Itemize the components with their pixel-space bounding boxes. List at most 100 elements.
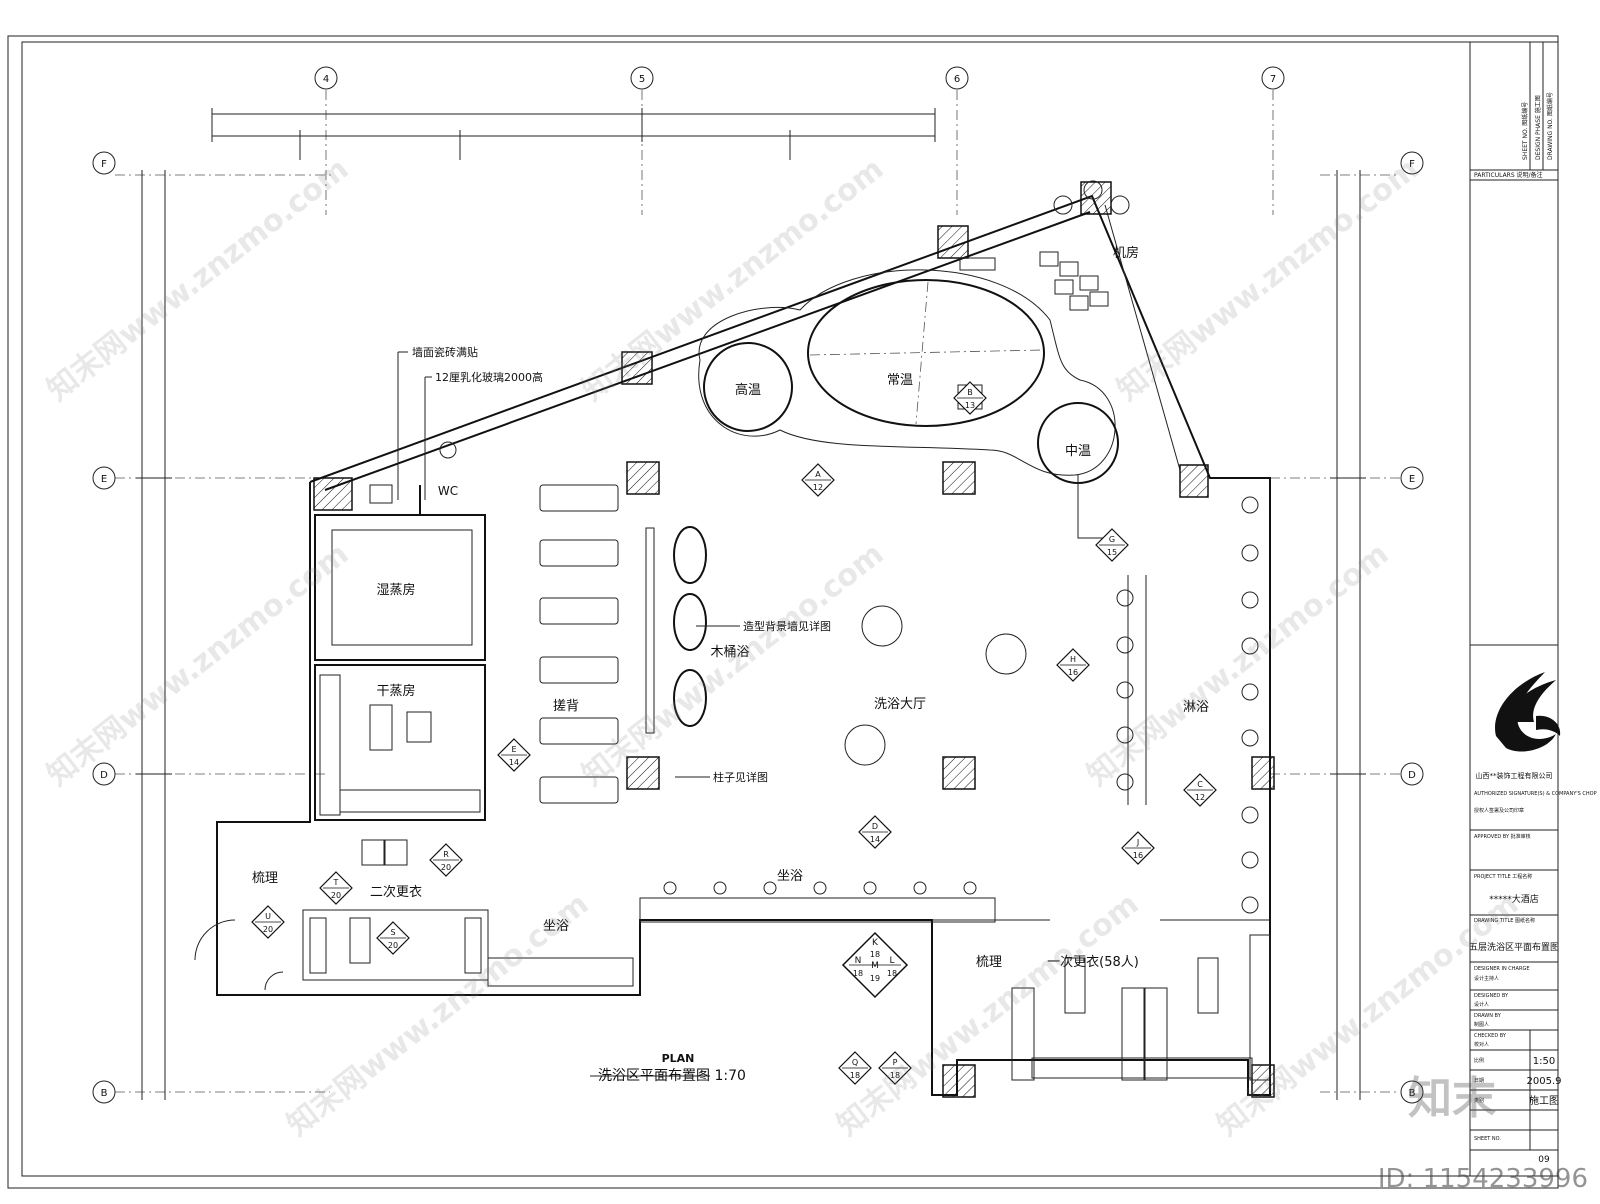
section-marker: S20	[376, 921, 410, 955]
section-marker: E14	[497, 738, 531, 772]
hall-tables	[844, 605, 1027, 766]
section-marker: T 20	[319, 871, 353, 905]
tb-drawing-title: 五层洗浴区平面布置图	[1469, 941, 1559, 953]
tb-drawn-by: DRAWN BY	[1474, 1013, 1502, 1019]
room-label-changwen: 常温	[887, 373, 913, 388]
section-marker-letter: H	[1070, 655, 1076, 664]
grid-bubble	[945, 66, 969, 90]
section-marker: Q 18	[838, 1051, 872, 1085]
annotations: 墙面瓷砖满贴 12厘乳化玻璃2000高 造型背景墙见详图 柱子见详图	[412, 345, 831, 784]
note-glass: 12厘乳化玻璃2000高	[435, 370, 543, 384]
room-label-shizhengfang: 湿蒸房	[376, 582, 415, 598]
room-label-mutongyu: 木桶浴	[710, 645, 749, 660]
section-marker-number: 13	[965, 401, 975, 410]
plan-title-text: 洗浴区平面布置图 1:70	[598, 1068, 746, 1084]
section-marker-number: 14	[870, 835, 880, 844]
room-label-yicigengyi: 一次更衣(58人)	[1047, 954, 1139, 970]
tb-checked-by: CHECKED BY	[1474, 1033, 1507, 1039]
compound-marker-letter: K	[872, 938, 879, 948]
section-marker-number: 14	[509, 758, 519, 767]
section-marker-letter: C	[1197, 780, 1203, 789]
scrub-beds	[539, 484, 619, 804]
tb-type-label: 类别	[1474, 1097, 1484, 1104]
tb-checked-by-cn: 校对人	[1474, 1041, 1489, 1048]
section-marker: U 20	[251, 905, 285, 939]
tb-drawing-no: DRAWING NO. 图纸编号	[1546, 92, 1554, 160]
grid-bubble	[1400, 1080, 1424, 1104]
section-marker-letter: Q	[852, 1058, 858, 1067]
room-label-cuobei: 搓背	[553, 698, 579, 714]
compound-marker-letter: N	[855, 956, 862, 966]
room-label-ganzhengfang: 干蒸房	[376, 683, 415, 699]
section-marker-letter: U	[265, 912, 271, 921]
sitting-baths	[487, 881, 996, 987]
section-marker-number: 12	[1195, 793, 1205, 802]
tb-designed-by-cn: 设计人	[1474, 1001, 1489, 1008]
section-marker-letter: S	[390, 928, 395, 937]
room-label-shuli-left: 梳理	[252, 871, 278, 886]
title-block: DESIGN PHASE 施工图 DRAWING NO. 图纸编号 SHEET …	[1469, 42, 1597, 1165]
section-marker-letter: P	[893, 1058, 898, 1067]
section-marker-letter: D	[872, 822, 878, 831]
room-label-zuoyu-bottom: 坐浴	[543, 919, 569, 934]
grid-column-label: 4	[323, 74, 329, 85]
grid-bubble	[630, 66, 654, 90]
section-marker-number: 20	[263, 925, 273, 934]
room-label-gaowen: 高温	[735, 382, 761, 398]
grid-row-label: E	[101, 474, 107, 485]
brand-watermark: 知末	[1408, 1073, 1496, 1124]
tb-authorized-cn: 授权人签署及公司印章	[1474, 807, 1524, 814]
grid-bubble	[1261, 66, 1285, 90]
compound-marker-number: 18	[853, 969, 863, 978]
first-changing-room-lockers	[1011, 934, 1271, 1081]
leader-lines	[397, 351, 1108, 1077]
room-label-jifang: 机房	[1113, 245, 1139, 261]
grid-bubble	[92, 151, 116, 175]
tb-designed-by: DESIGNED BY	[1474, 993, 1509, 999]
note-wall-detail: 造型背景墙见详图	[743, 619, 831, 633]
tb-company: 山西**装饰工程有限公司	[1476, 771, 1553, 780]
room-label-wc: WC	[438, 484, 458, 498]
section-marker: R20	[429, 843, 463, 877]
tb-type: 施工图	[1529, 1094, 1559, 1107]
columns	[313, 181, 1275, 1098]
section-marker-number: 20	[331, 891, 341, 900]
note-column-detail: 柱子见详图	[713, 770, 768, 784]
room-label-zuoyu-top: 坐浴	[777, 869, 803, 884]
section-marker-number: 18	[890, 1071, 900, 1080]
tb-scale-label: 比例	[1474, 1057, 1484, 1064]
grid-row-label: F	[101, 159, 107, 170]
section-marker-number: 16	[1068, 668, 1078, 677]
section-marker-number: 18	[850, 1071, 860, 1080]
second-changing-room	[194, 909, 489, 991]
room-label-xiyudating: 洗浴大厅	[874, 697, 926, 712]
tb-design-phase: DESIGN PHASE 施工图	[1534, 95, 1542, 160]
section-marker-letter: T	[333, 878, 339, 887]
section-marker: P 18	[878, 1051, 912, 1085]
section-marker: J16	[1121, 831, 1155, 865]
plan-title: PLAN 洗浴区平面布置图 1:70	[598, 1052, 746, 1084]
wooden-tubs	[645, 526, 707, 734]
pools	[698, 269, 1119, 484]
compound-marker-number: 18	[887, 969, 897, 978]
tb-sheet-no: SHEET NO. 图纸编号	[1521, 102, 1529, 160]
tb-designer-in-charge: DESIGNER IN CHARGE	[1474, 966, 1529, 972]
compound-marker-number: 18	[870, 950, 880, 959]
grid-bubble	[1400, 466, 1424, 490]
plan-label: PLAN	[662, 1052, 695, 1065]
grid-column-label: 7	[1270, 74, 1276, 85]
compound-marker-letter: L	[889, 956, 894, 966]
section-marker-letter: J	[1136, 838, 1139, 847]
grid-bubble	[314, 66, 338, 90]
section-marker-letter: G	[1109, 535, 1115, 544]
tb-sheet: 09	[1538, 1155, 1550, 1165]
section-marker-number: 20	[441, 863, 451, 872]
grid-row-label: B	[1409, 1088, 1416, 1099]
compound-marker-letter: M	[871, 961, 879, 971]
tb-date: 2005.9	[1527, 1076, 1562, 1087]
grid-column-label: 5	[639, 74, 645, 85]
section-marker-number: 15	[1107, 548, 1117, 557]
company-logo	[1495, 672, 1561, 752]
